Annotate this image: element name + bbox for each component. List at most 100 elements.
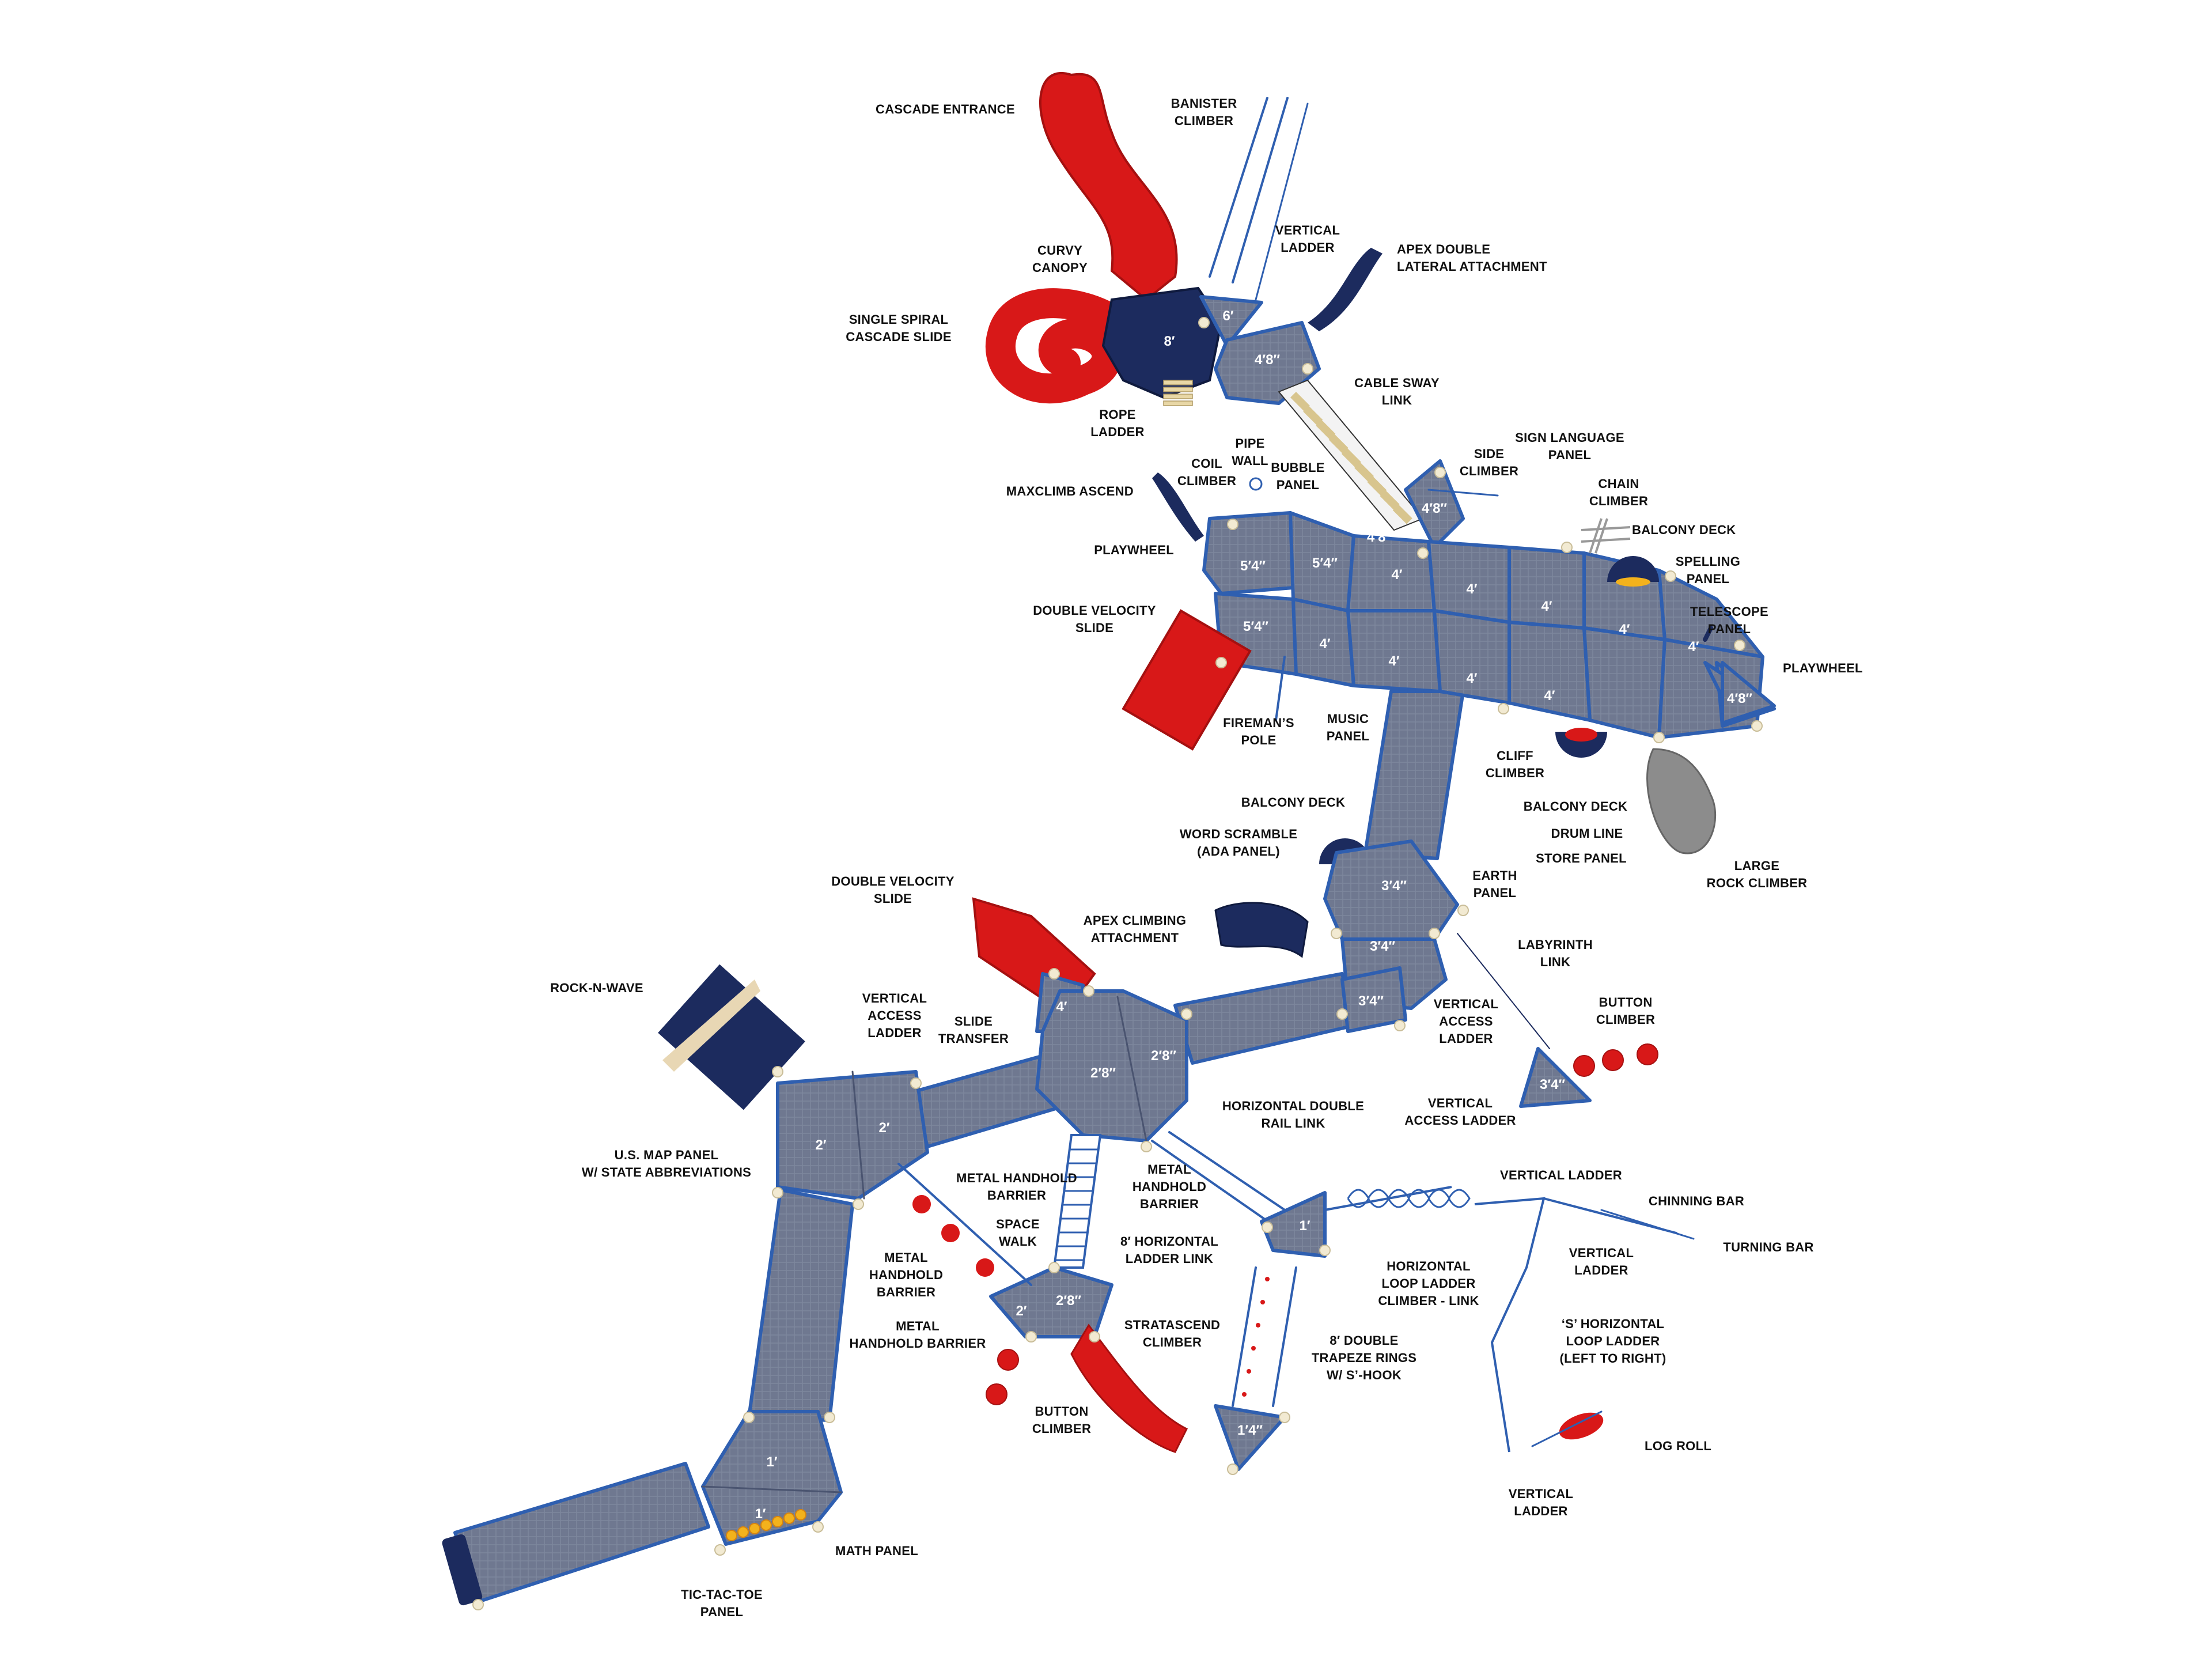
label-horizontal-ladder-link: 8′ HORIZONTAL LADDER LINK [1120,1234,1219,1266]
label-spelling-panel: SPELLING PANEL [1675,554,1741,586]
deck-height-label: 4′8″ [1727,691,1752,706]
label-side-climber: SIDE CLIMBER [1459,447,1519,478]
trapeze-ring [1256,1323,1260,1328]
post-cap [1429,928,1440,939]
label-telescope-panel: TELESCOPE PANEL [1690,604,1768,636]
apex-double-lateral [1308,248,1382,331]
deck-4c [1508,546,1586,630]
label-pipe-wall: PIPE WALL [1232,436,1268,468]
math-panel-knob [726,1530,737,1541]
post-cap [1751,720,1763,732]
label-metal-handhold-barrier-3: METAL HANDHOLD BARRIER [1132,1162,1207,1211]
trapeze-rail-2 [1272,1266,1297,1407]
label-double-velocity-slide-mid: DOUBLE VELOCITY SLIDE [831,874,955,906]
chain-climber [1581,518,1631,554]
post-cap [1279,1412,1290,1423]
deck-height-label: 4′ [1544,688,1555,704]
post-cap [910,1077,922,1089]
deck-height-label: 2′ [1016,1303,1027,1319]
deck-height-label: 2′8″ [1090,1065,1116,1081]
deck-height-label: 4′ [1466,671,1477,686]
side-climber-rail [1427,489,1499,497]
post-cap [812,1521,824,1533]
large-rock-climber [1646,748,1717,854]
label-trapeze-rings: 8′ DOUBLE TRAPEZE RINGS W/ S’-HOOK [1311,1333,1417,1382]
label-chain-climber: CHAIN CLIMBER [1589,476,1649,508]
deck-height-label: 5′4″ [1312,555,1338,571]
deck-height-label: 6′ [1222,308,1233,324]
deck-2-split [851,1071,865,1200]
banister-rail-2 [1232,97,1289,283]
label-stratascend-climber: STRATASCEND CLIMBER [1124,1318,1221,1349]
label-playwheel-right: PLAYWHEEL [1783,661,1863,675]
label-horizontal-double-rail-link: HORIZONTAL DOUBLE RAIL LINK [1222,1099,1365,1130]
label-rock-n-wave: ROCK-N-WAVE [550,981,643,995]
label-vertical-ladder-loop: VERTICAL LADDER [1569,1246,1634,1277]
post-cap [1457,905,1469,916]
post-cap [743,1412,755,1423]
post-cap [1734,640,1745,651]
button-climber-stone [986,1383,1007,1405]
sway-plank [1328,434,1349,454]
spiral-slide [985,288,1138,404]
label-playwheel-left: PLAYWHEEL [1094,543,1174,557]
label-vertical-ladder-bottom: VERTICAL LADDER [1508,1487,1574,1518]
button-climber-stone [1637,1043,1658,1065]
deck-height-label: 4′8″ [1367,530,1392,545]
double-velocity-slide-top [1122,609,1252,751]
label-horizontal-loop-ladder: HORIZONTAL LOOP LADDER CLIMBER - LINK [1378,1259,1479,1308]
walkway-bottom-left [453,1462,710,1604]
deck-height-label: 1′ [755,1506,766,1522]
walkway-end-barrier [442,1534,483,1606]
label-labyrinth-link: LABYRINTH LINK [1518,937,1593,969]
label-cliff-climber: CLIFF CLIMBER [1485,748,1545,780]
post-cap [1141,1141,1152,1152]
label-log-roll: LOG ROLL [1645,1439,1712,1453]
deck-48-right [1721,661,1776,725]
label-space-walk: SPACE WALK [996,1217,1040,1249]
label-us-map-panel: U.S. MAP PANEL W/ STATE ABBREVIATIONS [581,1148,752,1179]
turning-bar [1600,1209,1695,1240]
label-store-panel: STORE PANEL [1536,851,1627,865]
trapeze-rail [1232,1266,1257,1407]
label-word-scramble: WORD SCRAMBLE (ADA PANEL) [1179,827,1298,859]
label-drum-line: DRUM LINE [1551,826,1623,841]
balcony-deck-top [1607,556,1659,582]
post-cap [1227,1463,1238,1475]
label-balcony-deck-top: BALCONY DECK [1632,523,1736,537]
math-panel-knob [783,1512,795,1524]
post-cap [1083,985,1094,997]
deck-height-label: 4′8″ [1255,352,1280,368]
deck-34d [1519,1047,1592,1108]
deck-height-label: 3′4″ [1358,993,1384,1009]
deck-1-split [702,1485,842,1493]
post-cap [1561,542,1573,553]
post-cap [1302,363,1313,375]
label-metal-handhold-barrier-1: METAL HANDHOLD BARRIER [956,1171,1077,1202]
deck-28-lower [989,1266,1113,1338]
walkway-cliff [1363,690,1465,860]
maxclimb-ascend [1152,472,1204,542]
label-button-climber-left: BUTTON CLIMBER [1032,1404,1092,1436]
label-curvy-canopy: CURVY CANOPY [1032,243,1088,275]
s-horizontal-loop-ladder [1474,1197,1546,1453]
label-sign-language-panel: SIGN LANGUAGE PANEL [1515,430,1624,462]
deck-2-left [776,1070,929,1200]
deck-height-label: 4′ [1619,622,1630,637]
label-single-spiral-slide: SINGLE SPIRAL CASCADE SLIDE [846,312,952,344]
post-cap [1048,1262,1060,1273]
sway-plank [1392,504,1412,524]
label-slide-transfer: SLIDE TRANSFER [938,1014,1009,1046]
label-firemans-pole: FIREMAN’S POLE [1223,716,1294,747]
deck-height-label: 4′ [1056,999,1067,1015]
sway-plank [1354,462,1374,482]
label-tic-tac-toe-panel: TIC-TAC-TOE PANEL [681,1587,763,1619]
label-large-rock-climber: LARGE ROCK CLIMBER [1706,859,1808,890]
label-earth-panel: EARTH PANEL [1472,868,1517,900]
deck-height-label: 4′ [1466,581,1477,597]
pipe-wall [1249,477,1263,491]
deck-height-label: 5′4″ [1243,619,1268,634]
deck-height-label: 4′8″ [1422,501,1447,516]
label-turning-bar: TURNING BAR [1723,1240,1814,1254]
telescope-panel [1703,626,1713,642]
